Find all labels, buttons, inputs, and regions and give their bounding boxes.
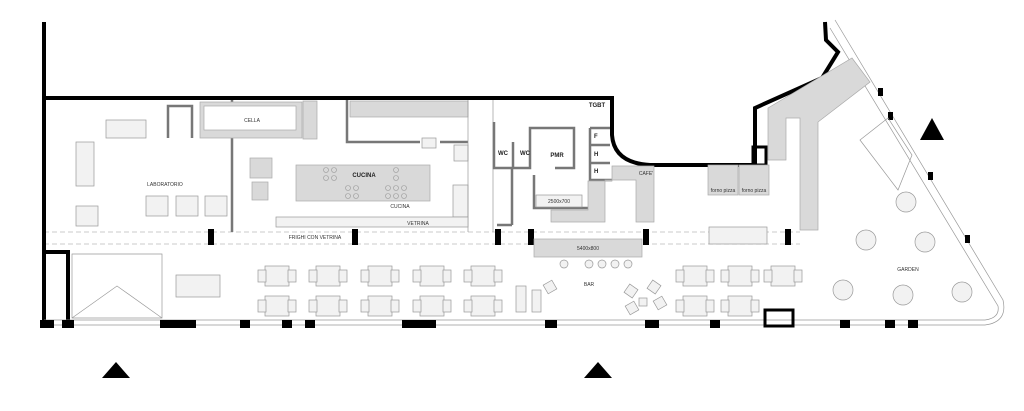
label-h1: H — [594, 152, 598, 158]
label-h2: H — [594, 169, 598, 175]
label-bar: BAR — [584, 282, 595, 288]
laboratorio: LABORATORIO — [71, 100, 234, 319]
label-laboratorio: LABORATORIO — [147, 182, 183, 188]
label-cafe: CAFE' — [639, 171, 653, 177]
entrance-arrow-icon — [920, 118, 944, 140]
label-pmr: PMR — [550, 153, 564, 159]
label-f: F — [594, 134, 598, 140]
label-forno2: forno pizza — [742, 188, 767, 194]
wall-blocks — [40, 88, 970, 328]
label-frighi: FRIGHI CON VETRINA — [289, 235, 342, 241]
services: TGBT 2500x700 WC WC PMR F H H CAFE' — [492, 100, 655, 232]
cucina-area: CELLA CUCINA CUCINA VETRINA FRIGHI CON V… — [199, 100, 469, 241]
entrance-arrow-icon — [584, 362, 612, 378]
label-cucina_island: CUCINA — [352, 173, 376, 179]
garden-area: forno pizza forno pizza GARDEN — [707, 57, 973, 306]
entrance-arrow-icon — [102, 362, 130, 378]
label-vetrina: VETRINA — [407, 221, 429, 227]
label-tgbt: TGBT — [589, 103, 606, 109]
entrance-box — [763, 308, 795, 328]
inner-wall — [44, 250, 70, 325]
dining-tables — [257, 265, 803, 317]
bar-area: 5400x800 BAR — [515, 226, 768, 316]
label-wc2: WC — [520, 151, 531, 157]
label-bar_counter: 5400x800 — [577, 246, 599, 252]
label-counter_small: 2500x700 — [548, 199, 570, 205]
label-forno1: forno pizza — [711, 188, 736, 194]
label-cucina: CUCINA — [390, 204, 410, 210]
label-garden: GARDEN — [897, 267, 919, 273]
label-wc1: WC — [498, 151, 509, 157]
boundary-line — [44, 19, 1005, 326]
label-cella: CELLA — [244, 118, 261, 124]
